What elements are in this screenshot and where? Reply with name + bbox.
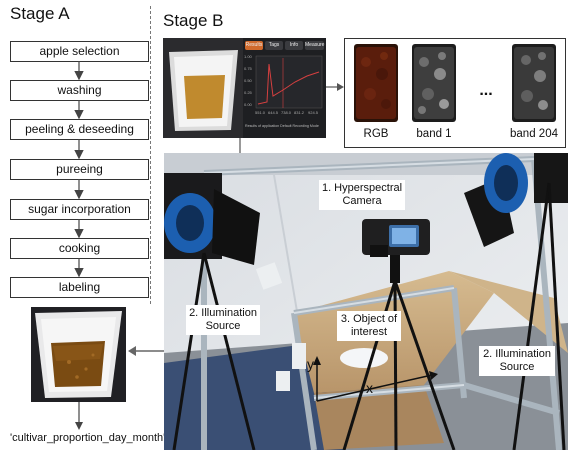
x-tick-3: 738.0 bbox=[281, 110, 292, 115]
connector-line bbox=[239, 138, 241, 153]
y-tick-1: 1.00 bbox=[244, 54, 252, 59]
output-arrow bbox=[75, 402, 83, 430]
object-callout-line1: 3. Object of bbox=[340, 313, 398, 325]
tab-tags[interactable]: Tags bbox=[265, 41, 283, 50]
axis-x-label: x bbox=[366, 380, 373, 396]
object-callout: 3. Object of interest bbox=[337, 311, 401, 341]
illumination-right-callout: 2. Illumination Source bbox=[479, 346, 555, 376]
x-tick-2: 644.5 bbox=[268, 110, 279, 115]
illumination-left-line2: Source bbox=[205, 320, 241, 332]
y-tick-2: 0.75 bbox=[244, 66, 252, 71]
axis-y-label: y bbox=[307, 356, 314, 372]
stage-divider bbox=[150, 6, 151, 304]
output-label: 'cultivar_proportion_day_month' bbox=[10, 432, 166, 444]
band-204-label: band 204 bbox=[510, 128, 558, 140]
illumination-right-line2: Source bbox=[499, 361, 535, 373]
band-1-label: band 1 bbox=[416, 128, 452, 140]
tab-info[interactable]: Info bbox=[285, 41, 303, 50]
band-1-image bbox=[412, 44, 456, 122]
status-text: Results of application Default Recording… bbox=[245, 124, 319, 128]
ellipsis-label: ... bbox=[479, 82, 493, 99]
spectrum-plot bbox=[255, 55, 323, 109]
object-callout-line2: interest bbox=[350, 326, 388, 338]
tab-results[interactable]: Results bbox=[245, 41, 263, 50]
stage-b-title: Stage B bbox=[163, 11, 224, 30]
x-tick-4: 831.2 bbox=[294, 110, 305, 115]
camera-callout-line1: 1. Hyperspectral bbox=[321, 182, 403, 194]
y-tick-5: 0.00 bbox=[244, 102, 252, 107]
rgb-label: RGB bbox=[363, 128, 389, 140]
rgb-band-image bbox=[354, 44, 398, 122]
step-labeling: labeling bbox=[10, 277, 149, 298]
jam-bowl-photo bbox=[31, 307, 126, 402]
stage-a-title: Stage A bbox=[10, 4, 70, 23]
step-arrows bbox=[74, 61, 84, 278]
illumination-left-line1: 2. Illumination bbox=[189, 307, 257, 319]
camera-callout: 1. Hyperspectral Camera bbox=[319, 180, 405, 210]
photo-to-bowl-arrow bbox=[128, 346, 164, 356]
illumination-right-line1: 2. Illumination bbox=[483, 348, 551, 360]
camera-callout-line2: Camera bbox=[342, 195, 382, 207]
to-bands-arrow bbox=[326, 83, 344, 91]
x-tick-1: 551.0 bbox=[255, 110, 266, 115]
band-204-image bbox=[512, 44, 556, 122]
x-tick-5: 924.5 bbox=[308, 110, 319, 115]
software-screenshot: Results Tags Info Measure 1.00 0.75 0.50… bbox=[163, 38, 326, 138]
y-tick-3: 0.50 bbox=[244, 78, 252, 83]
illumination-left-callout: 2. Illumination Source bbox=[186, 305, 260, 335]
tab-measure[interactable]: Measure bbox=[305, 41, 325, 50]
y-tick-4: 0.25 bbox=[244, 90, 252, 95]
